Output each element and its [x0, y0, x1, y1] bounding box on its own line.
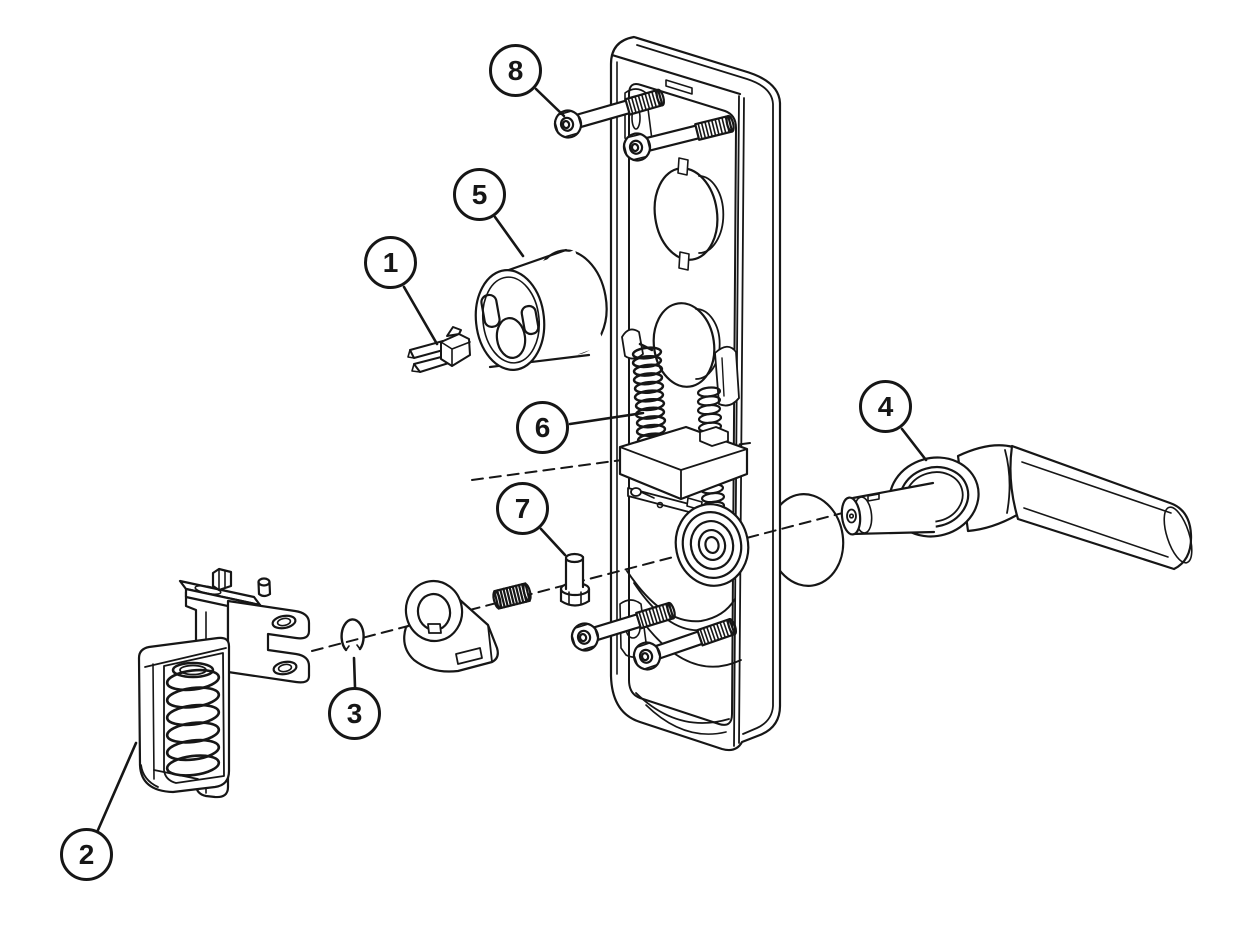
part-mounting-screw-top-left: [553, 88, 666, 139]
callout-7-label: 7: [514, 492, 531, 524]
part-mounting-screw-bottom-right: [632, 617, 738, 671]
part-spindle-hub: [674, 503, 750, 587]
plate-upper-dome-boss: [653, 157, 725, 271]
cage-pivot-peg: [257, 577, 272, 598]
part-lever-handle: [840, 444, 1193, 571]
callout-4-label: 4: [877, 390, 894, 422]
plate-lower-dome-boss: [652, 302, 721, 388]
leader-line-7: [539, 527, 567, 557]
plug-keyhole: [495, 316, 527, 360]
leader-line-2: [96, 741, 138, 832]
callout-3: 3: [328, 687, 381, 740]
callout-leader-lines: [96, 87, 928, 832]
part-cylinder-plug: [474, 248, 608, 371]
callout-2: 2: [60, 828, 113, 881]
leader-line-6: [568, 411, 645, 426]
part-spring-mechanism: [618, 328, 750, 587]
part-mounting-screw-bottom-left: [570, 601, 676, 652]
callout-3-label: 3: [346, 697, 363, 729]
callout-6-label: 6: [534, 411, 551, 443]
plate-hub-wing: [626, 570, 736, 623]
leader-line-4: [900, 427, 928, 462]
callout-5-label: 5: [471, 178, 488, 210]
callout-4: 4: [859, 380, 912, 433]
part-spring-cage: [137, 567, 311, 799]
leader-line-8: [534, 87, 566, 118]
callout-8: 8: [489, 44, 542, 97]
part-cam: [403, 579, 499, 673]
part-mounting-screw-top-right: [622, 114, 735, 162]
callout-5: 5: [453, 168, 506, 221]
leader-line-1: [402, 285, 439, 346]
lever-spindle: [840, 481, 936, 536]
plate-top-slot: [665, 79, 693, 95]
part-retaining-ring: [340, 618, 365, 652]
plug-slot-right: [520, 304, 540, 336]
axis-line-main: [311, 508, 859, 652]
callout-8-label: 8: [507, 54, 524, 86]
callout-1-label: 1: [382, 246, 399, 278]
leader-line-5: [493, 215, 525, 258]
callout-6: 6: [516, 401, 569, 454]
callout-7: 7: [496, 482, 549, 535]
cage-coil-spring: [165, 661, 221, 777]
part-set-screw: [492, 582, 532, 610]
leader-line-3: [352, 656, 357, 689]
callout-2-label: 2: [78, 838, 95, 870]
plug-slot-left: [480, 293, 501, 328]
callout-1: 1: [364, 236, 417, 289]
part-catch-clip: [407, 326, 471, 373]
part-spacer-pin: [559, 552, 591, 607]
